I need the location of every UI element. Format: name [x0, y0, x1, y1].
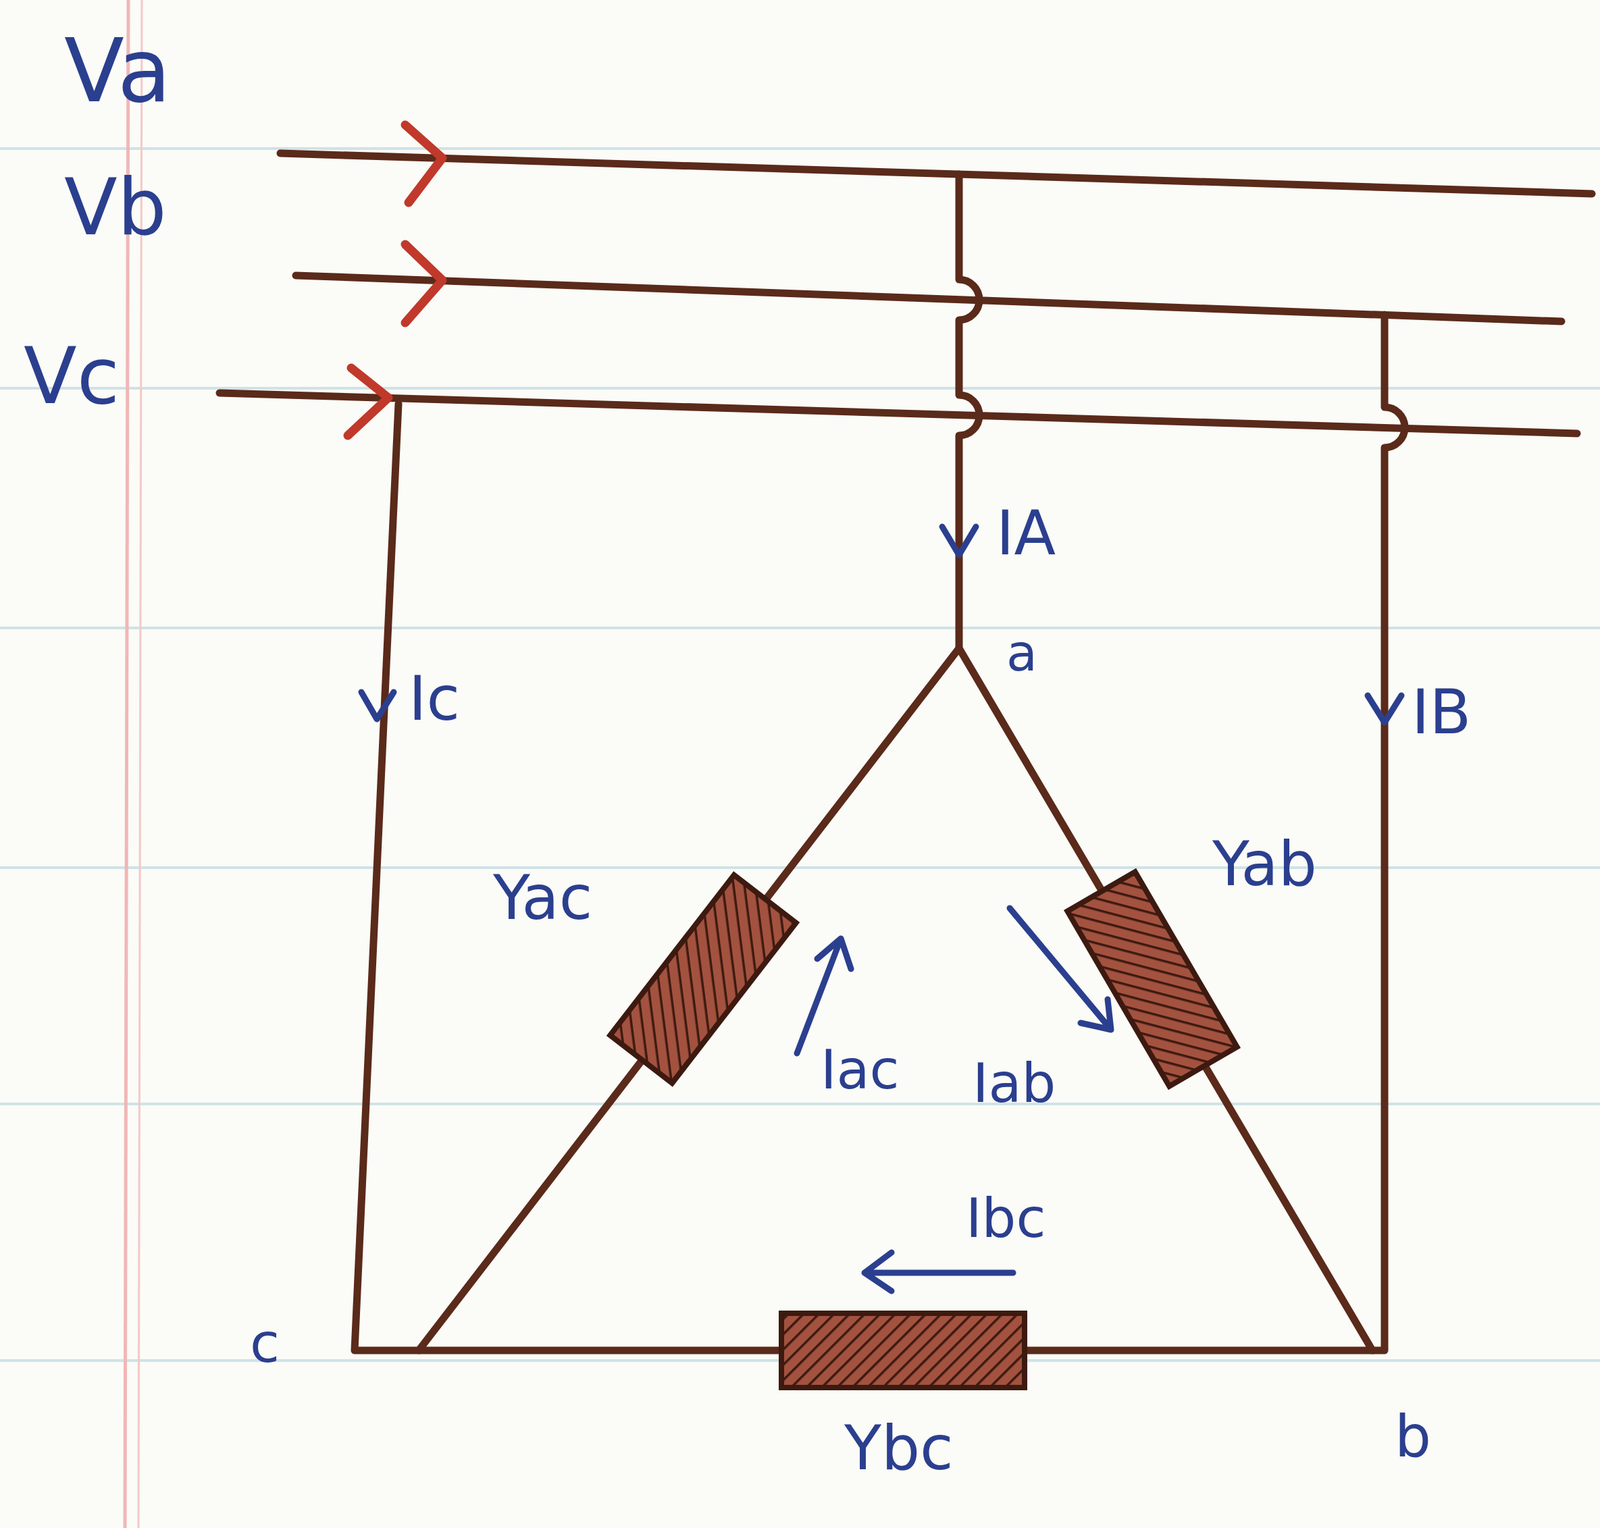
current-arrows	[361, 526, 1402, 1292]
current-label: Ic	[408, 668, 460, 730]
node-label: c	[249, 1317, 280, 1372]
resistor-symbol	[609, 875, 796, 1084]
voltage-label: Va	[64, 27, 172, 115]
resistor-symbol	[1067, 871, 1237, 1087]
resistor-symbol	[781, 1313, 1025, 1388]
current-label: IA	[996, 503, 1056, 564]
admittance-label: Yab	[1212, 834, 1318, 895]
node-label: b	[1394, 1408, 1432, 1466]
current-label: Ibc	[965, 1192, 1046, 1247]
admittance-label: Ybc	[844, 1418, 954, 1480]
current-label: IB	[1411, 682, 1472, 743]
voltage-label: Vc	[23, 337, 120, 416]
node-label: a	[1006, 628, 1038, 679]
current-label: Iab	[972, 1056, 1056, 1112]
resistor-symbols	[609, 871, 1237, 1388]
line-arrowheads	[347, 124, 443, 436]
current-label: Iac	[820, 1043, 900, 1098]
admittance-label: Yac	[493, 867, 593, 929]
voltage-label: Vb	[64, 168, 167, 247]
ruled-lines	[0, 148, 1600, 1361]
wires	[219, 153, 1592, 1351]
